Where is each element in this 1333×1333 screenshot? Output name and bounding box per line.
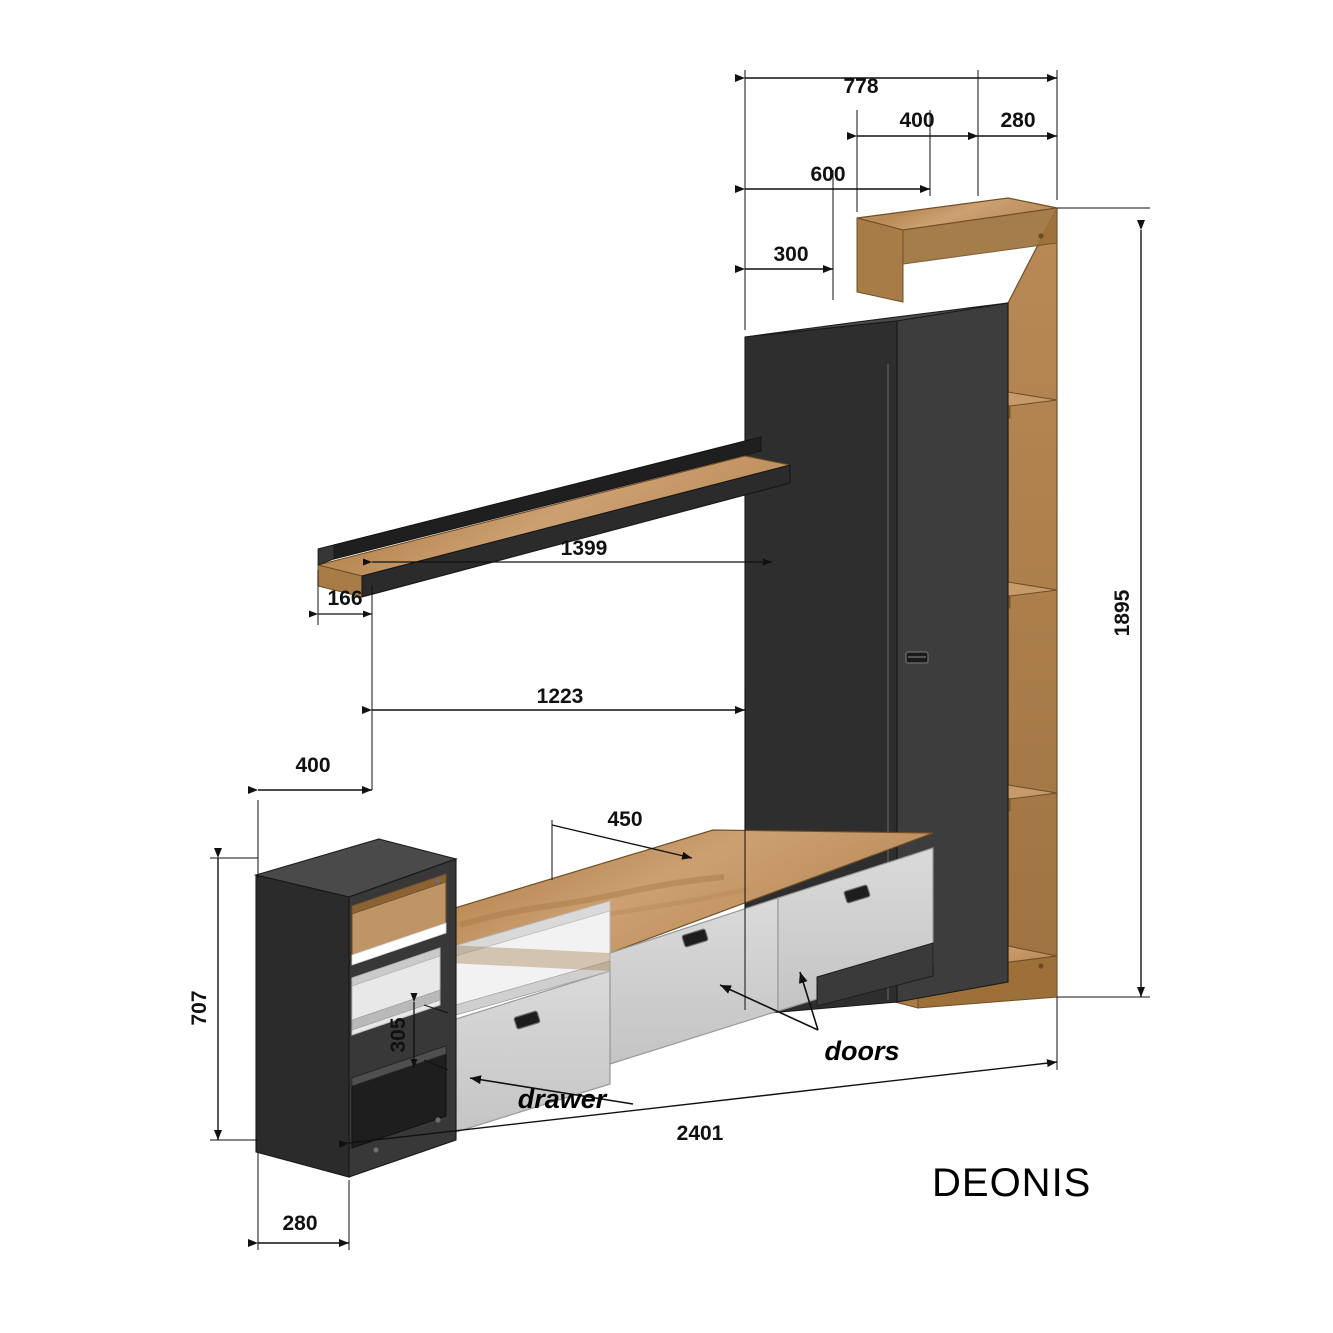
callout-drawer: drawer [469, 1075, 634, 1114]
callout-doors: doors [719, 971, 900, 1066]
left-cube-unit [253, 838, 458, 1178]
dim-778-value: 778 [843, 75, 878, 98]
dim-778: 778 [735, 74, 1057, 98]
dim-600: 600 [735, 163, 930, 193]
dim-400-left-value: 400 [295, 754, 330, 777]
dim-450-value: 450 [607, 808, 642, 831]
dim-280-top: 280 [968, 109, 1057, 140]
dim-707-value: 707 [188, 990, 211, 1025]
wall-shelf [317, 436, 791, 598]
dim-305: 305 [387, 993, 418, 1068]
dim-1895: 1895 [1111, 220, 1145, 997]
dim-400-top-value: 400 [899, 109, 934, 132]
dim-300-value: 300 [773, 243, 808, 266]
callout-doors-label: doors [824, 1036, 899, 1066]
brand-title: DEONIS [932, 1161, 1091, 1205]
dim-166-value: 166 [327, 587, 362, 610]
dim-1895-value: 1895 [1111, 589, 1134, 636]
dim-280-bottom-value: 280 [282, 1212, 317, 1235]
tv-lowboard [348, 829, 934, 1138]
dim-2401: 2401 [338, 1059, 1058, 1149]
dim-450: 450 [551, 808, 693, 860]
callout-drawer-label: drawer [518, 1084, 608, 1114]
dim-400-left: 400 [248, 754, 372, 794]
dim-166: 166 [309, 587, 372, 618]
dim-600-value: 600 [810, 163, 845, 186]
dim-2401-value: 2401 [677, 1122, 724, 1145]
dim-305-value: 305 [387, 1017, 410, 1052]
dim-1399: 1399 [363, 537, 772, 566]
dim-400-top: 400 [847, 109, 978, 140]
dim-280-bottom: 280 [248, 1212, 349, 1247]
dim-707: 707 [188, 848, 222, 1140]
dim-280-top-value: 280 [1000, 109, 1035, 132]
dim-1399-value: 1399 [561, 537, 608, 560]
dim-1223: 1223 [362, 685, 745, 714]
dim-300: 300 [735, 243, 833, 273]
dim-1223-value: 1223 [537, 685, 584, 708]
